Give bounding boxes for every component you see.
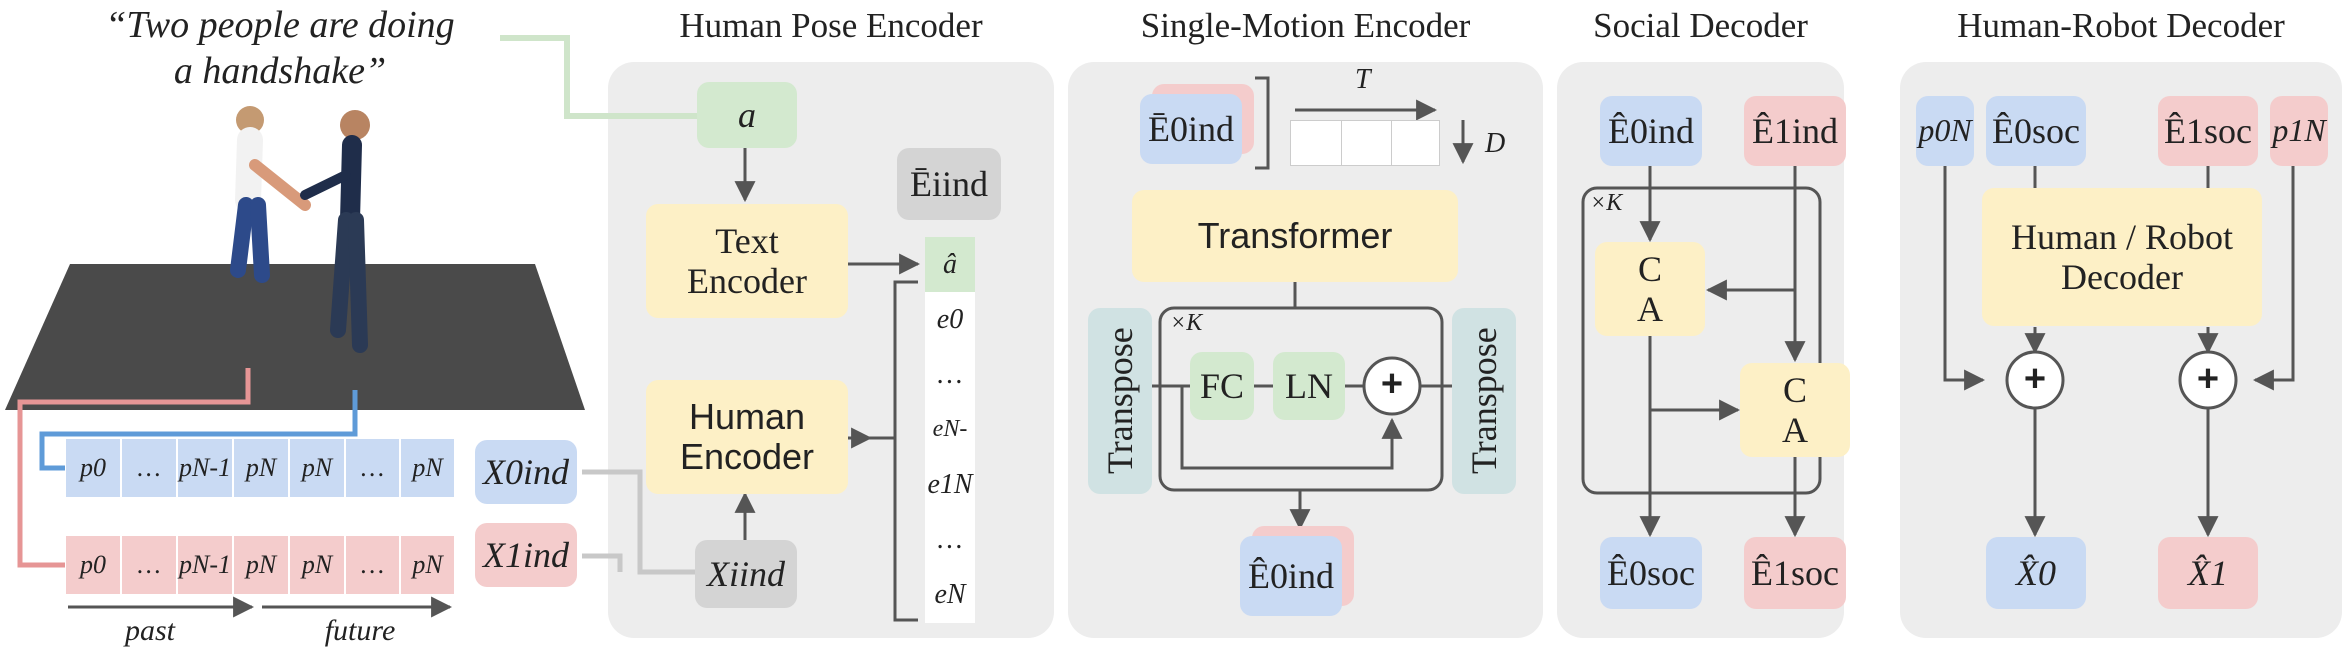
single-motion-encoder-title: Single-Motion Encoder	[1140, 6, 1471, 45]
social-out0-node: Ê0soc	[1600, 537, 1702, 609]
sme-times-k: ×K	[1170, 310, 1203, 336]
hrd-plus-right: +	[2196, 358, 2220, 400]
social-repeat-box	[1581, 186, 1822, 495]
sme-input-node: Ē0ind	[1140, 94, 1242, 164]
x0-to-xi-line	[582, 469, 695, 575]
person-left-figure	[230, 106, 311, 283]
sme-input-bracket	[1255, 76, 1270, 170]
token-e0: e0	[936, 303, 964, 335]
sme-matrix-divider	[1341, 121, 1342, 165]
token-e1N: e1N	[927, 468, 973, 500]
human-robot-decoder-title: Human-Robot Decoder	[1957, 6, 2285, 45]
token-eN-: eN-	[932, 416, 968, 442]
seq0-cell: p0	[65, 438, 121, 498]
seq0-cell: pN	[289, 438, 345, 498]
x1-hat-node: X̂1	[2158, 537, 2258, 609]
caption-line-2: a handshake”	[173, 50, 387, 92]
token-ellipsis: …	[937, 358, 963, 390]
ca1-node: C A	[1595, 242, 1705, 336]
human-pose-encoder-title: Human Pose Encoder	[679, 6, 983, 45]
social-in1-node: Ê1ind	[1744, 96, 1846, 166]
x0-ind-node: X0ind	[475, 440, 577, 504]
seq1-cell: pN-1	[177, 535, 233, 595]
token-column: â e0 … eN- e1N … eN	[925, 237, 975, 623]
blue-seq: p0 … pN-1 pN pN … pN	[65, 438, 455, 498]
fc-node: FC	[1190, 352, 1254, 420]
social-times-k: ×K	[1590, 190, 1623, 216]
x1-ind-node: X1ind	[475, 523, 577, 587]
sme-matrix	[1290, 120, 1440, 166]
a-node: a	[697, 82, 797, 148]
human-encoder-node: Human Encoder	[646, 380, 848, 494]
future-label: future	[324, 614, 396, 647]
e-bar-ind-node: Ēiind	[897, 148, 1001, 220]
sme-t-label: T	[1355, 64, 1371, 95]
seq1-cell: …	[345, 535, 400, 595]
scene-to-pink-seq	[17, 368, 251, 568]
caption: “Two people are doing a handshake”	[60, 2, 500, 94]
hrd-e1soc-node: Ê1soc	[2158, 96, 2258, 166]
transpose-right-node: Transpose	[1452, 308, 1516, 494]
ca2-node: C A	[1740, 363, 1850, 457]
sme-output-node: Ê0ind	[1240, 536, 1342, 616]
human-robot-decoder-panel	[1900, 62, 2342, 638]
seq0-cell: pN-1	[177, 438, 233, 498]
seq0-cell: …	[345, 438, 400, 498]
caption-line-1: “Two people are doing	[105, 4, 455, 46]
sme-matrix-divider	[1391, 121, 1392, 165]
token-ellipsis: …	[937, 523, 963, 555]
text-encoder-node: Text Encoder	[646, 204, 848, 318]
scene-floor	[5, 264, 585, 410]
sme-plus-circle	[1362, 356, 1422, 416]
social-decoder-title: Social Decoder	[1593, 6, 1808, 45]
person-right-figure	[300, 110, 370, 353]
seq0-cell: pN	[233, 438, 289, 498]
sme-plus-sign: +	[1380, 363, 1404, 405]
seq1-cell: pN	[233, 535, 289, 595]
token-eN: eN	[934, 579, 966, 610]
seq1-cell: pN	[289, 535, 345, 595]
past-label: past	[124, 614, 175, 647]
human-robot-decoder-node: Human / Robot Decoder	[1982, 188, 2262, 326]
seq1-cell: p0	[65, 535, 121, 595]
transpose-left-node: Transpose	[1088, 308, 1152, 494]
token-bracket	[893, 280, 918, 622]
x0-hat-node: X̂0	[1986, 537, 2086, 609]
token-a-hat: â	[925, 237, 975, 292]
seq0-cell: …	[121, 438, 177, 498]
social-out1-node: Ê1soc	[1744, 537, 1846, 609]
x1-to-xi-line	[582, 553, 623, 572]
seq1-cell: …	[121, 535, 177, 595]
xi-ind-node: Xiind	[695, 540, 797, 608]
social-in0-node: Ê0ind	[1600, 96, 1702, 166]
seq1-cell: pN	[400, 535, 455, 595]
hrd-e0soc-node: Ê0soc	[1986, 96, 2086, 166]
p0n-node: p0N	[1916, 96, 1974, 166]
pink-seq: p0 … pN-1 pN pN … pN	[65, 535, 455, 595]
seq0-cell: pN	[400, 438, 455, 498]
sme-d-label: D	[1485, 128, 1506, 159]
hrd-plus-left: +	[2023, 358, 2047, 400]
transformer-node: Transformer	[1132, 190, 1458, 282]
ln-node: LN	[1273, 352, 1345, 420]
caption-to-a-line	[500, 35, 697, 119]
scene-to-blue-seq	[39, 390, 358, 471]
p1n-node: p1N	[2270, 96, 2328, 166]
